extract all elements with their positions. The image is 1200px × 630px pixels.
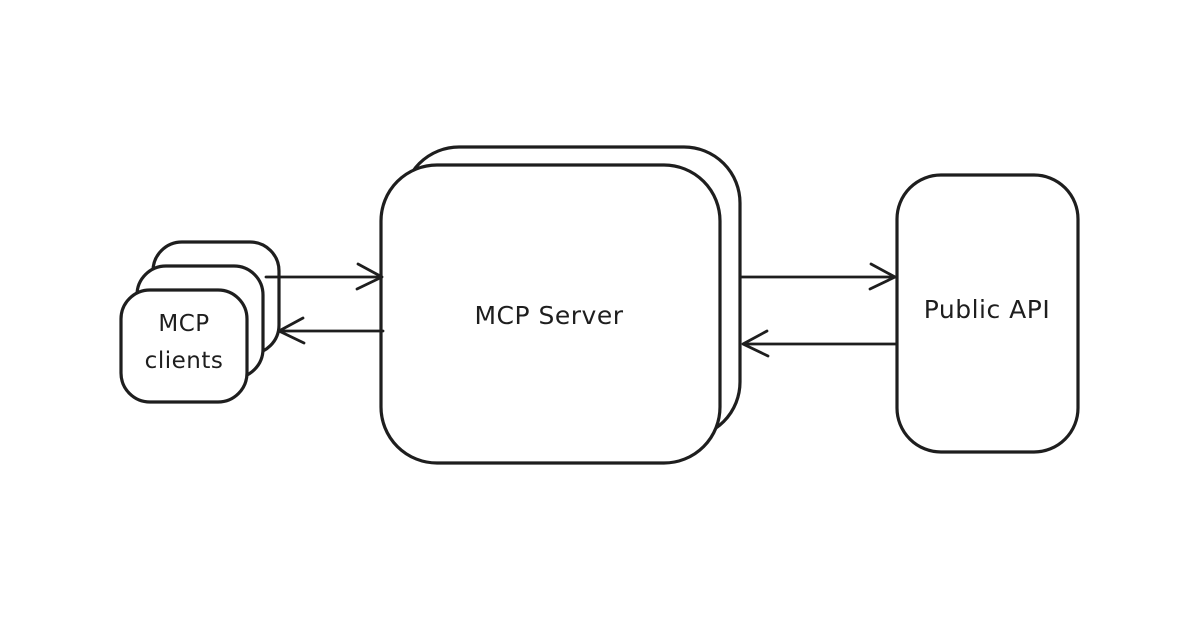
arrow-clients-to-server [264,262,384,291]
mcp-clients-node: MCP clients [119,240,281,404]
api-box [895,173,1080,454]
api-label: Public API [924,295,1050,324]
server-box-front [379,163,722,465]
public-api-node: Public API [895,173,1080,454]
arrow-server-to-clients [277,316,385,345]
arrow-clients-to-server-head [355,262,384,291]
arrow-api-to-server [741,329,898,358]
clients-card-front [119,288,249,404]
mcp-server-node: MCP Server [379,145,742,465]
arrow-server-to-api [739,262,897,291]
server-label: MCP Server [474,301,623,330]
arrow-server-to-clients-head [277,316,306,345]
clients-label-line1: MCP [158,311,209,337]
arrow-server-to-api-head [868,262,897,291]
arrow-api-to-server-head [741,329,770,358]
clients-label-line2: clients [145,348,224,374]
